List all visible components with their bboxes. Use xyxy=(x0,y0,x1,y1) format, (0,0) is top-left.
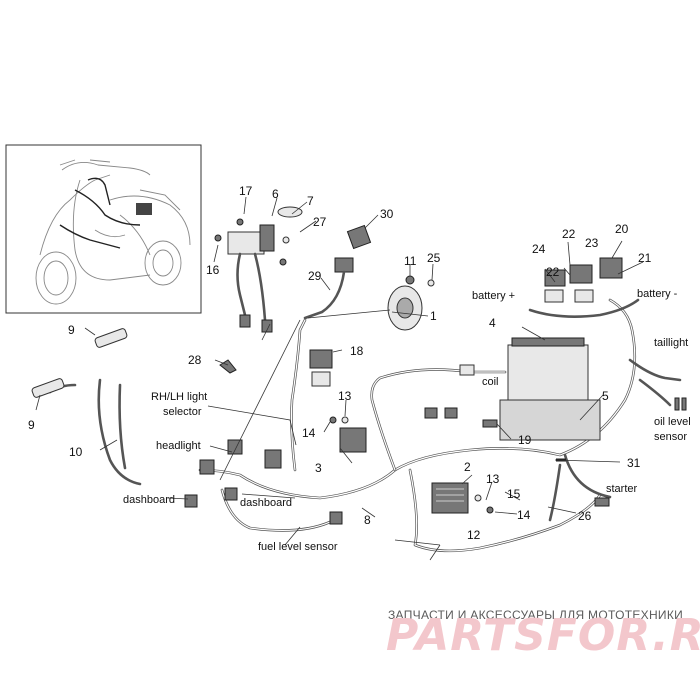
callouts: 1 2 3 4 5 6 7 8 9 9 10 11 12 13 13 14 14… xyxy=(28,184,652,542)
callout-18: 18 xyxy=(350,344,364,358)
callout-1: 1 xyxy=(430,309,437,323)
label-coil: coil xyxy=(482,376,499,388)
callout-31: 31 xyxy=(627,456,641,470)
callout-20: 20 xyxy=(615,222,629,236)
callout-22a: 22 xyxy=(562,227,576,241)
callout-5: 5 xyxy=(602,389,609,403)
label-fuel-level-sensor: fuel level sensor xyxy=(258,541,338,553)
ignition-switch xyxy=(227,206,303,333)
label-dashboard-1: dashboard xyxy=(123,494,175,506)
callout-27: 27 xyxy=(313,215,327,229)
parts xyxy=(31,206,687,525)
callout-3: 3 xyxy=(315,461,322,475)
label-oil-level-2: sensor xyxy=(654,431,687,443)
callout-9b: 9 xyxy=(28,418,35,432)
label-headlight: headlight xyxy=(156,440,201,452)
callout-7: 7 xyxy=(307,194,314,208)
callout-9a: 9 xyxy=(68,323,75,337)
callout-11: 11 xyxy=(404,254,417,268)
callout-15: 15 xyxy=(507,487,521,501)
label-rh-lh-1: RH/LH light xyxy=(151,391,207,403)
callout-14b: 14 xyxy=(517,508,531,522)
main-harness xyxy=(48,298,682,553)
callout-26: 26 xyxy=(578,509,592,523)
callout-13b: 13 xyxy=(486,472,500,486)
text-labels: coil battery + battery - taillight oil l… xyxy=(123,288,691,553)
watermark-brand: PARTSFOR.RU xyxy=(386,610,700,661)
callout-13a: 13 xyxy=(338,389,352,403)
label-taillight: taillight xyxy=(654,337,688,349)
callout-14a: 14 xyxy=(302,426,316,440)
watermark: ЗАПЧАСТИ И АКСЕССУАРЫ ДЛЯ МОТОТЕХНИКИ PA… xyxy=(386,608,700,661)
regulator xyxy=(431,482,469,514)
horn xyxy=(387,285,423,331)
callout-19: 19 xyxy=(518,433,532,447)
label-dashboard-2: dashboard xyxy=(240,497,292,509)
callout-16: 16 xyxy=(206,263,220,277)
callout-12: 12 xyxy=(467,528,481,542)
callout-8: 8 xyxy=(364,513,371,527)
callout-10: 10 xyxy=(69,445,83,459)
callout-28: 28 xyxy=(188,353,202,367)
scooter-inset xyxy=(5,144,202,314)
battery xyxy=(499,337,601,441)
callout-4: 4 xyxy=(489,316,496,330)
relay-block xyxy=(544,257,623,303)
callout-21: 21 xyxy=(638,251,652,265)
callout-30: 30 xyxy=(380,207,394,221)
label-rh-lh-2: selector xyxy=(163,406,202,418)
watermark-caption: ЗАПЧАСТИ И АКСЕССУАРЫ ДЛЯ МОТОТЕХНИКИ xyxy=(388,608,683,622)
label-battery-plus: battery + xyxy=(472,290,515,302)
callout-23: 23 xyxy=(585,236,599,250)
callout-2: 2 xyxy=(464,460,471,474)
label-oil-level-1: oil level xyxy=(654,416,691,428)
label-starter: starter xyxy=(606,483,638,495)
callout-6: 6 xyxy=(272,187,279,201)
callout-29: 29 xyxy=(308,269,322,283)
callout-17: 17 xyxy=(239,184,253,198)
callout-24: 24 xyxy=(532,242,546,256)
callout-22b: 22 xyxy=(546,265,560,279)
leader-lines xyxy=(35,196,644,561)
callout-25: 25 xyxy=(427,251,441,265)
label-battery-minus: battery - xyxy=(637,288,678,300)
